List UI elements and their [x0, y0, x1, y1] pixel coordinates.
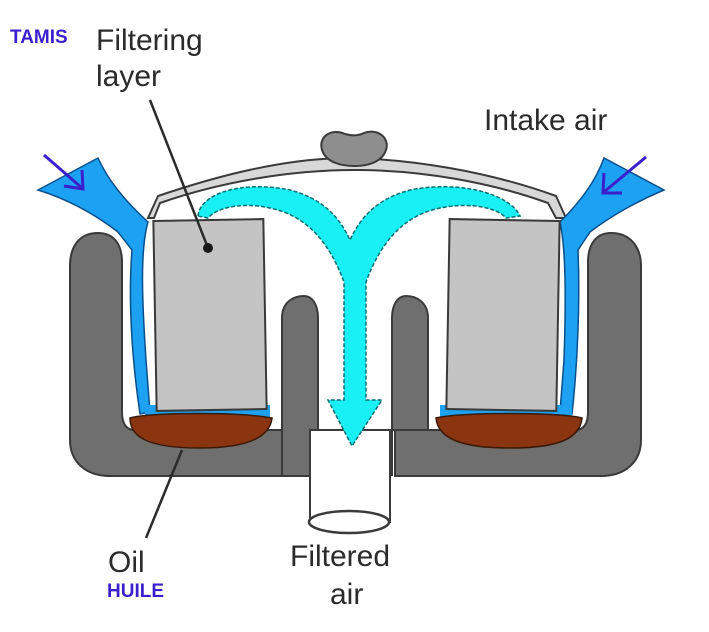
intake-air-label: Intake air [484, 104, 607, 137]
tamis-label: TAMIS [10, 27, 68, 48]
housing-inner-tube-right [391, 294, 429, 476]
oil-label: Oil [108, 546, 145, 579]
intake-arrow-right [601, 155, 647, 195]
filtered-air-label-line1: Filtered [290, 540, 390, 573]
filter-element-left [152, 218, 268, 412]
huile-label: HUILE [107, 581, 164, 602]
outlet-pipe-opening [307, 509, 391, 535]
outlet-pipe [309, 429, 391, 523]
oil-pool-left [129, 412, 273, 449]
filter-element-right [445, 218, 561, 412]
oil-leader [144, 449, 184, 539]
filtered-airflow [197, 186, 522, 448]
filtering-layer-leader [148, 99, 210, 249]
filter-lid [146, 156, 568, 219]
oil-pool-right [435, 412, 583, 449]
filtering-layer-label-line2: layer [96, 60, 161, 93]
filtering-layer-leader-dot [203, 243, 213, 253]
filtering-layer-label-line1: Filtering [96, 24, 203, 57]
intake-arrow-left [43, 153, 85, 191]
filtered-air-label-line2: air [330, 578, 363, 611]
lid-knob [320, 130, 388, 168]
